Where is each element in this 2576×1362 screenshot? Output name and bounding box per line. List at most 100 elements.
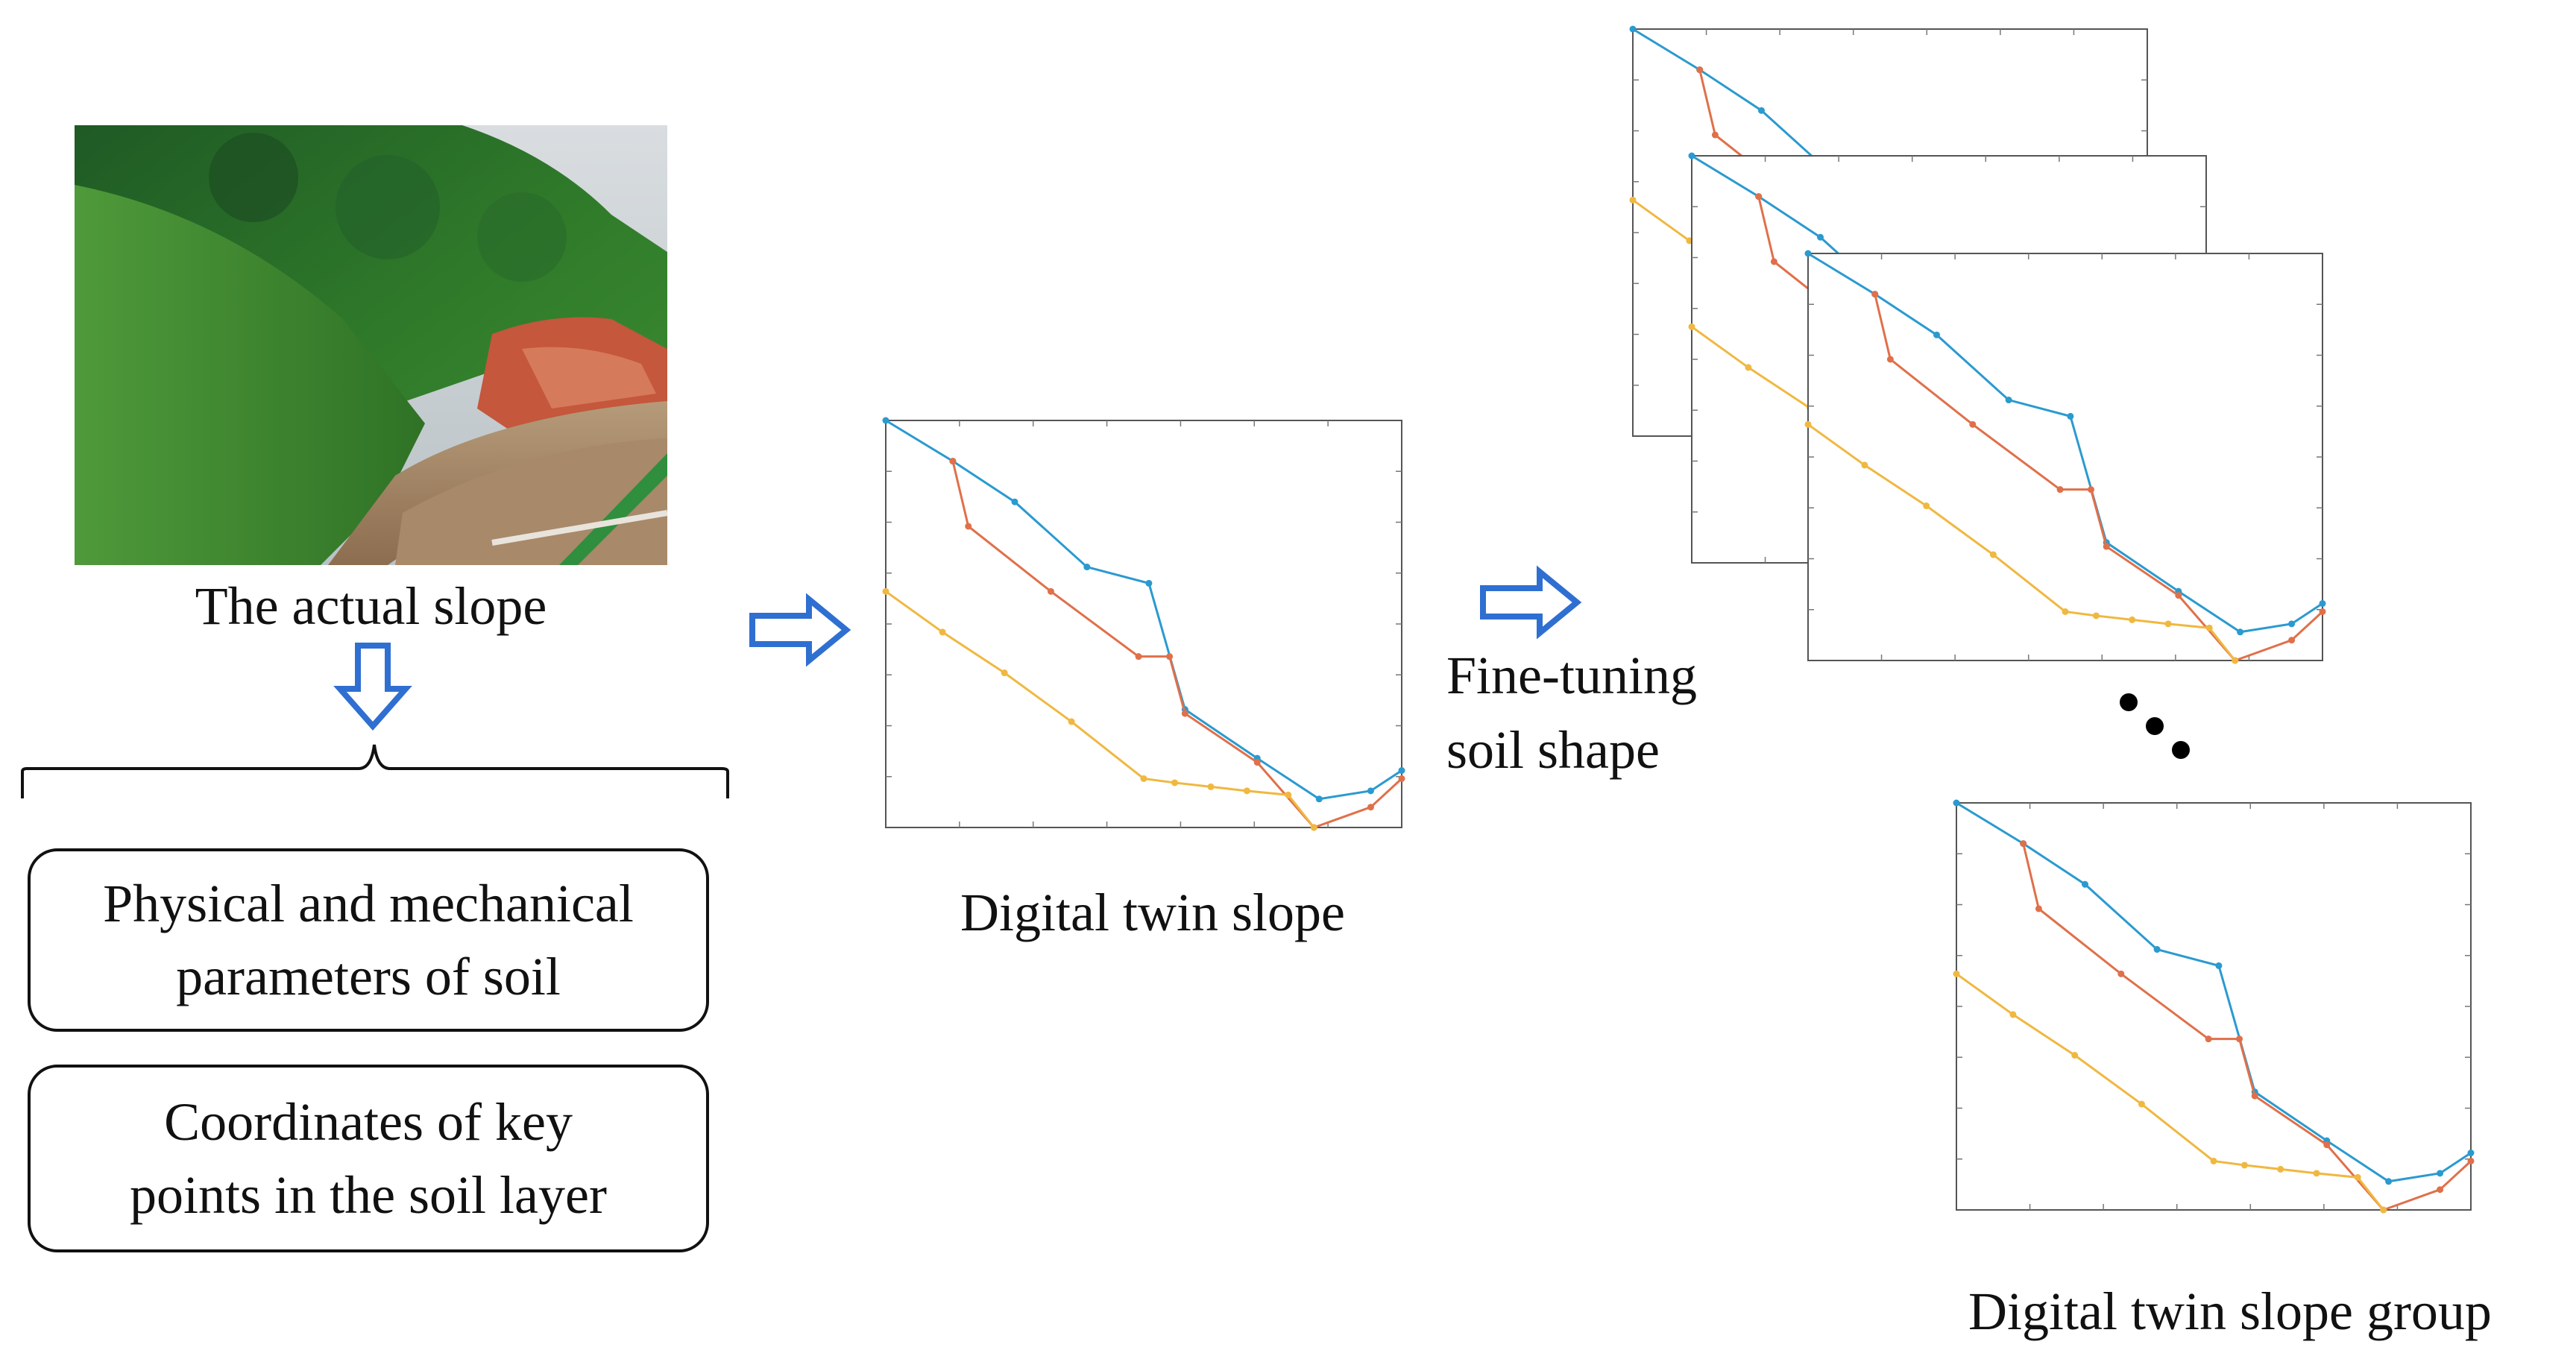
data-point-top-surface [1367, 787, 1374, 795]
data-point-top-surface [1315, 795, 1323, 803]
data-point-bottom-layer [2313, 1170, 2320, 1177]
data-point-top-surface [1933, 331, 1940, 338]
data-point-middle-layer [2319, 608, 2326, 615]
data-point-top-surface [1083, 564, 1091, 571]
series-line-middle-layer [2022, 843, 2472, 1211]
data-point-bottom-layer [1171, 779, 1179, 786]
fine-tuning-label-line1: Fine-tuning [1446, 646, 1697, 705]
data-point-middle-layer [1969, 420, 1977, 428]
actual-slope-label: The actual slope [195, 576, 547, 636]
data-point-bottom-layer [1688, 323, 1695, 330]
data-point-bottom-layer [939, 628, 946, 636]
data-point-middle-layer [1755, 193, 1763, 201]
data-point-middle-layer [949, 458, 957, 465]
data-point-middle-layer [2088, 486, 2094, 494]
data-point-top-surface [1817, 233, 1824, 241]
data-point-bottom-layer [2009, 1011, 2017, 1018]
data-point-bottom-layer [1243, 787, 1250, 795]
data-point-middle-layer [1253, 759, 1261, 766]
data-point-top-surface [1758, 107, 1765, 114]
chart-frame [885, 420, 1402, 828]
data-point-middle-layer [1367, 804, 1374, 811]
data-point-top-surface [2082, 880, 2088, 888]
data-point-top-surface [1953, 799, 1960, 807]
curly-brace [21, 744, 729, 798]
data-point-middle-layer [2175, 592, 2182, 599]
data-point-bottom-layer [2138, 1100, 2145, 1108]
data-point-bottom-layer [2380, 1206, 2387, 1214]
data-point-bottom-layer [2092, 612, 2100, 619]
data-point-middle-layer [1166, 653, 1174, 660]
hollow-arrow-right-icon [1480, 565, 1582, 640]
data-point-top-surface [2467, 1150, 2475, 1157]
data-point-middle-layer [1770, 258, 1777, 265]
data-point-bottom-layer [2164, 620, 2172, 628]
fine-tuning-label-line2: soil shape [1446, 720, 1660, 780]
data-point-bottom-layer [1310, 824, 1317, 831]
digital-twin-slope-label: Digital twin slope [960, 883, 1345, 942]
data-point-top-surface [2067, 412, 2074, 420]
series-line-top-surface [885, 419, 1402, 801]
key-points-box: Coordinates of key points in the soil la… [28, 1065, 709, 1252]
series-line-middle-layer [1874, 294, 2324, 662]
data-point-middle-layer [1181, 710, 1188, 717]
data-point-middle-layer [1711, 131, 1719, 139]
data-point-bottom-layer [2129, 616, 2136, 623]
data-point-top-surface [2215, 962, 2223, 969]
chart-frame [1807, 253, 2323, 661]
data-point-bottom-layer [2277, 1165, 2284, 1173]
data-point-middle-layer [1886, 356, 1894, 363]
data-point-bottom-layer [1745, 364, 1752, 371]
data-point-bottom-layer [1861, 461, 1868, 469]
data-point-middle-layer [1047, 587, 1054, 595]
data-point-top-surface [1011, 498, 1018, 505]
data-point-bottom-layer [1207, 783, 1215, 790]
data-point-middle-layer [2020, 840, 2027, 848]
series-line-middle-layer [951, 461, 1403, 829]
data-point-middle-layer [2056, 486, 2064, 494]
data-point-bottom-layer [1140, 775, 1147, 782]
data-point-bottom-layer [882, 587, 889, 595]
data-point-middle-layer [1696, 66, 1704, 74]
chart-frame [1956, 802, 2472, 1211]
data-point-middle-layer [2236, 1035, 2243, 1043]
data-point-top-surface [2153, 946, 2161, 953]
data-point-bottom-layer [2354, 1173, 2361, 1181]
series-line-bottom-layer [1956, 973, 2384, 1211]
data-point-top-surface [1688, 152, 1695, 160]
data-point-middle-layer [965, 523, 972, 530]
hollow-arrow-right-icon [749, 593, 851, 667]
twin-group-chart-bottom [1953, 799, 2475, 1214]
data-point-top-surface [882, 417, 889, 424]
data-point-bottom-layer [2232, 657, 2239, 664]
digital-twin-slope-chart [882, 417, 1405, 831]
key-points-line1: Coordinates of key [164, 1092, 573, 1152]
digital-twin-group-label: Digital twin slope group [1968, 1281, 2492, 1341]
series-line-bottom-layer [885, 590, 1315, 828]
data-point-top-surface [1398, 767, 1405, 775]
data-point-top-surface [2237, 628, 2244, 636]
data-point-bottom-layer [2240, 1161, 2248, 1169]
data-point-middle-layer [2467, 1157, 2475, 1164]
data-point-bottom-layer [1068, 718, 1075, 725]
data-point-middle-layer [1871, 291, 1879, 298]
data-point-middle-layer [1398, 775, 1405, 782]
physical-parameters-line2: parameters of soil [176, 947, 561, 1006]
data-point-middle-layer [2323, 1141, 2331, 1149]
data-point-top-surface [1804, 250, 1812, 257]
data-point-bottom-layer [1953, 970, 1960, 977]
key-points-line2: points in the soil layer [130, 1165, 607, 1225]
data-point-bottom-layer [2062, 608, 2069, 615]
slope-photo [75, 125, 668, 565]
data-point-middle-layer [2437, 1186, 2444, 1194]
data-point-bottom-layer [1804, 420, 1812, 428]
data-point-bottom-layer [2210, 1157, 2217, 1164]
twin-group-chart-front [1804, 250, 2326, 664]
data-point-top-surface [1145, 579, 1153, 587]
data-point-bottom-layer [1923, 502, 1930, 510]
data-point-bottom-layer [1285, 791, 1292, 798]
data-point-bottom-layer [1989, 551, 1997, 558]
data-point-middle-layer [2288, 637, 2296, 644]
data-point-middle-layer [1135, 653, 1142, 660]
physical-parameters-box: Physical and mechanical parameters of so… [28, 848, 709, 1032]
